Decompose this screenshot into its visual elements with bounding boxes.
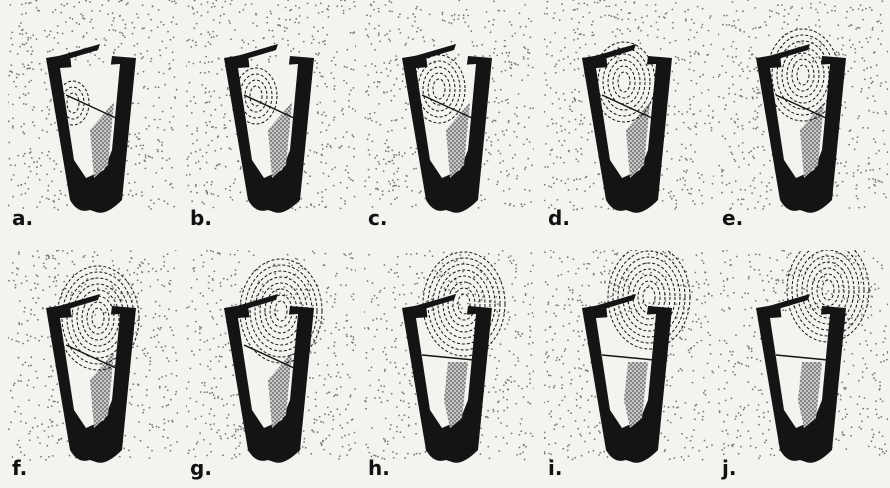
panel-j: j. (718, 250, 888, 482)
panel-h: h. (364, 250, 534, 482)
tank-drawing (544, 0, 714, 232)
tank-drawing (364, 0, 534, 232)
nozzle (230, 44, 278, 62)
panel-label: f. (12, 456, 27, 480)
panel-label: b. (190, 206, 212, 230)
panel-label: g. (190, 456, 212, 480)
panel-c: c. (364, 0, 534, 232)
tank-drawing (186, 250, 356, 482)
tank-drawing (718, 0, 888, 232)
nozzle (408, 44, 456, 62)
panel-a: a. (8, 0, 178, 232)
panel-label: c. (368, 206, 387, 230)
panel-label: e. (722, 206, 743, 230)
panel-label: h. (368, 456, 390, 480)
tank-drawing (8, 250, 178, 482)
nozzle (230, 294, 278, 312)
panel-e: e. (718, 0, 888, 232)
panel-f: f. (8, 250, 178, 482)
tank-drawing (364, 250, 534, 482)
tank-drawing (544, 250, 714, 482)
panel-label: d. (548, 206, 570, 230)
panel-i: i. (544, 250, 714, 482)
panel-label: a. (12, 206, 33, 230)
panel-label: j. (722, 456, 736, 480)
panel-d: d. (544, 0, 714, 232)
tank-drawing (8, 0, 178, 232)
tank-drawing (718, 250, 888, 482)
tank-drawing (186, 0, 356, 232)
panel-b: b. (186, 0, 356, 232)
panel-g: g. (186, 250, 356, 482)
panel-label: i. (548, 456, 562, 480)
